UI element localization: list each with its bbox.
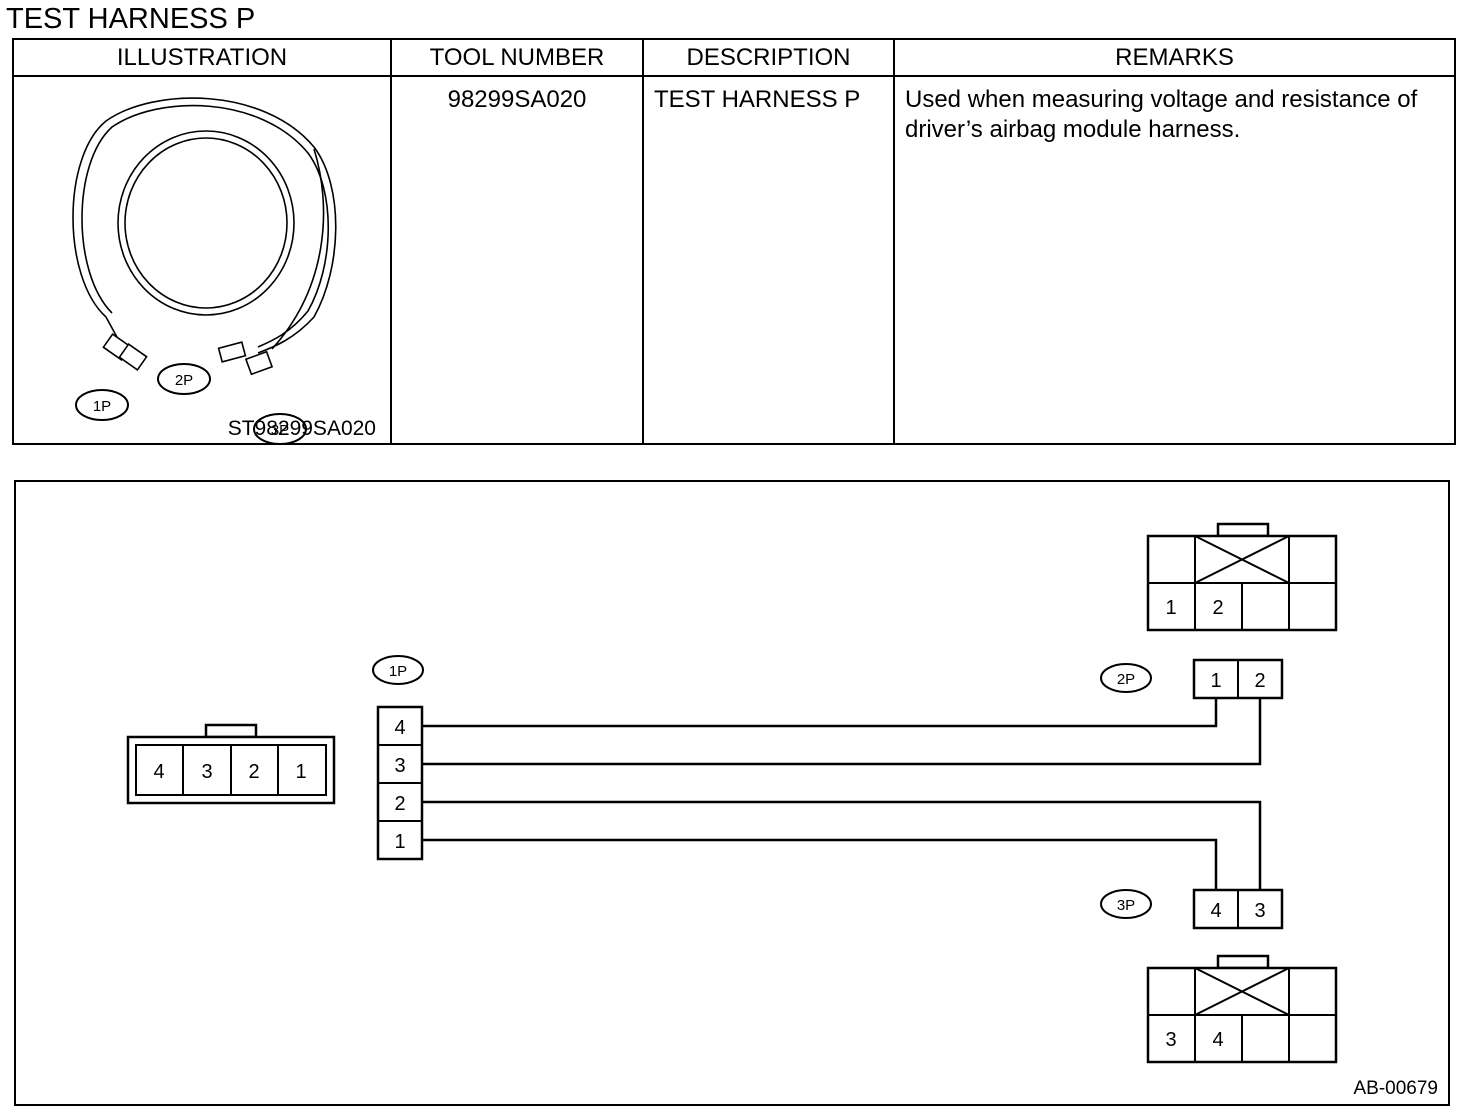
wire-1p4-2p1 (422, 692, 1218, 728)
pin-label: 2 (1212, 597, 1223, 619)
header-tool-number: TOOL NUMBER (390, 38, 644, 77)
tool-number: 98299SA020 (447, 86, 587, 113)
tool-table: ILLUSTRATION TOOL NUMBER DESCRIPTION REM… (12, 38, 1456, 445)
illustration-code: ST98299SA020 (227, 417, 376, 440)
pin-label: 1 (1165, 597, 1176, 619)
terminal-label: 2 (394, 793, 405, 815)
pin-label: 3 (201, 761, 212, 783)
connector-1p-illustration (102, 333, 148, 371)
table-header-row: ILLUSTRATION TOOL NUMBER DESCRIPTION REM… (12, 38, 1456, 77)
page-title: TEST HARNESS P (6, 3, 256, 35)
wiring-diagram: 4 3 2 1 1P 4 3 2 1 2P 1 (14, 480, 1450, 1106)
terminal-label: 1 (394, 831, 405, 853)
terminal-label: 3 (1254, 900, 1265, 922)
svg-text:2P: 2P (175, 372, 193, 389)
connector-1p-terminals: 4 3 2 1 (376, 705, 424, 861)
pin-label: 4 (153, 761, 164, 783)
figure-code: AB-00679 (1353, 1078, 1438, 1099)
wire-1p3-2p2 (422, 692, 1262, 766)
remarks-cell: Used when measuring voltage and resistan… (893, 75, 1456, 445)
table-row: 1P 2P 3P ST98299SA020 98299SA020 T (12, 75, 1456, 445)
connector-2p-illustration (217, 341, 247, 363)
terminal-label: 3 (394, 755, 405, 777)
description: TEST HARNESS P (654, 86, 861, 113)
description-cell: TEST HARNESS P (642, 75, 895, 445)
harness-loop-outer-2 (81, 104, 330, 348)
wire-1p2-3p3 (422, 800, 1262, 890)
connector-2p-face: 1 2 (1146, 522, 1338, 632)
connector-1p-face: 4 3 2 1 (126, 723, 336, 805)
tool-number-cell: 98299SA020 (390, 75, 644, 445)
label-3p-bubble: 3P (253, 413, 307, 443)
pin-label: 3 (1165, 1029, 1176, 1051)
harness-lead-1p (105, 316, 119, 340)
test-harness-illustration: 1P 2P 3P (72, 97, 337, 443)
harness-loop-outer (72, 97, 337, 354)
pin-label: 1 (295, 761, 306, 783)
svg-text:2P: 2P (1117, 671, 1135, 688)
connector-3p-face: 3 4 (1146, 954, 1338, 1064)
header-illustration: ILLUSTRATION (12, 38, 392, 77)
svg-text:1P: 1P (389, 663, 407, 680)
remarks: Used when measuring voltage and resistan… (905, 86, 1418, 143)
label-1p: 1P (372, 655, 424, 685)
illustration-cell: 1P 2P 3P ST98299SA020 (12, 75, 392, 445)
connector-2p-terminals: 1 2 (1192, 658, 1284, 700)
svg-text:3P: 3P (271, 422, 289, 439)
label-1p-bubble: 1P (75, 389, 129, 421)
pin-label: 4 (1212, 1029, 1223, 1051)
connector-3p-terminals: 4 3 (1192, 888, 1284, 930)
harness-branch (271, 148, 325, 350)
connector-3p-illustration (244, 350, 274, 376)
header-description: DESCRIPTION (642, 38, 895, 77)
harness-coil-inner (117, 130, 295, 316)
svg-text:3P: 3P (1117, 897, 1135, 914)
terminal-label: 4 (1210, 900, 1221, 922)
label-3p: 3P (1100, 889, 1152, 919)
svg-text:1P: 1P (93, 398, 111, 415)
terminal-label: 1 (1210, 670, 1221, 692)
terminal-label: 4 (394, 717, 405, 739)
header-remarks: REMARKS (893, 38, 1456, 77)
terminal-label: 2 (1254, 670, 1265, 692)
pin-label: 2 (248, 761, 259, 783)
wiring-diagram-svg: 4 3 2 1 1P 4 3 2 1 2P 1 (126, 522, 1438, 1099)
wire-1p1-3p4 (422, 838, 1218, 890)
label-2p: 2P (1100, 663, 1152, 693)
harness-coil-inner-2 (124, 137, 288, 309)
label-2p-bubble: 2P (157, 363, 211, 395)
